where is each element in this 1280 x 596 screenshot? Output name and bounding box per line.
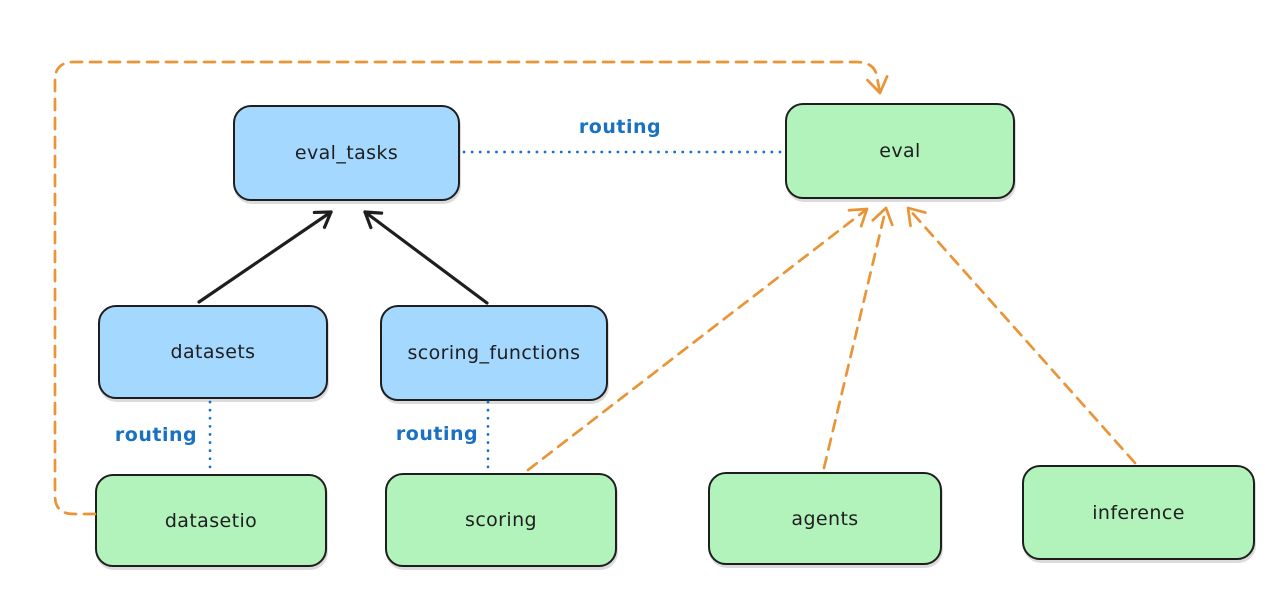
node-eval: eval <box>785 103 1015 199</box>
node-scoring-label: scoring <box>465 509 537 531</box>
node-eval-tasks-label: eval_tasks <box>294 142 399 164</box>
node-datasetio: datasetio <box>95 474 327 567</box>
node-datasetio-label: datasetio <box>164 509 258 532</box>
edge-agents-to-eval <box>822 206 894 470</box>
edge-inference-to-eval <box>906 206 1137 465</box>
node-agents-label: agents <box>791 507 859 530</box>
edge-label-routing-datasets-datasetio: routing <box>114 424 198 446</box>
node-agents: agents <box>708 472 942 565</box>
edge-datasetio-to-eval <box>53 60 889 516</box>
edge-datasets-to-eval-tasks <box>197 210 333 304</box>
node-scoring-functions-label: scoring_functions <box>407 342 581 364</box>
node-datasets-label: datasets <box>170 341 256 363</box>
node-scoring-functions: scoring_functions <box>380 305 608 401</box>
node-eval-tasks: eval_tasks <box>233 105 460 201</box>
edge-scoring-functions-to-eval-tasks <box>363 210 489 305</box>
node-datasets: datasets <box>98 305 328 399</box>
edge-label-routing-scoring-functions-scoring: routing <box>395 423 479 445</box>
edge-label-routing-eval-tasks-eval: routing <box>578 116 662 138</box>
node-inference-label: inference <box>1092 501 1185 524</box>
node-inference: inference <box>1022 465 1255 560</box>
node-eval-label: eval <box>879 140 921 162</box>
node-scoring: scoring <box>385 473 617 567</box>
